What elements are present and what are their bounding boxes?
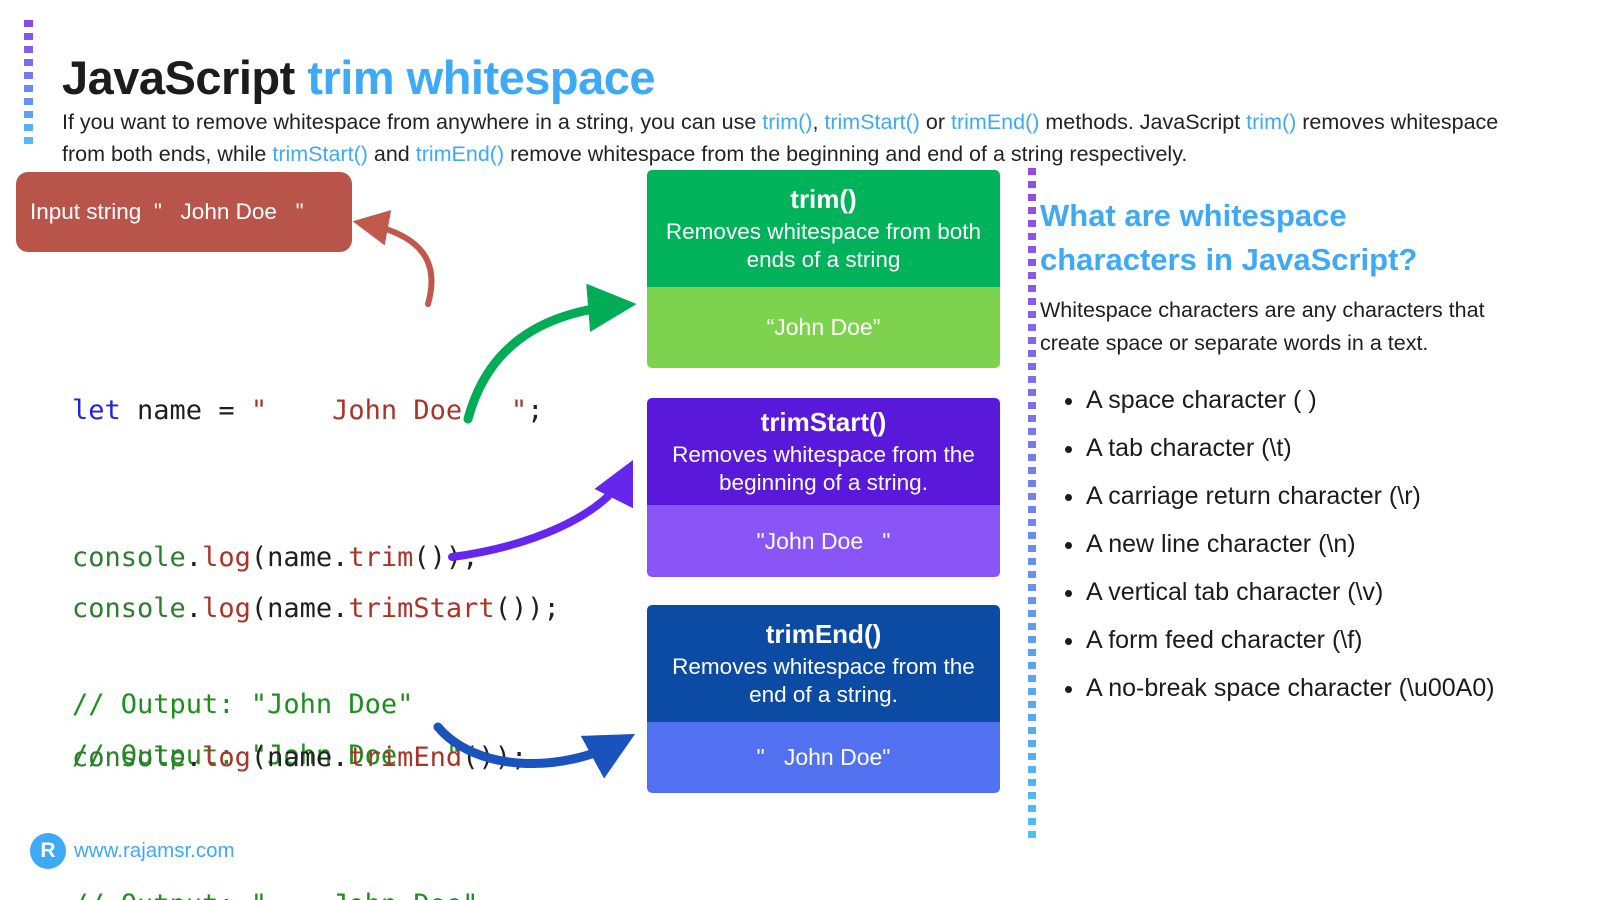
- code-line: // Output: "John Doe": [72, 689, 414, 720]
- trim-card-header: trim() Removes whitespace from both ends…: [647, 170, 1000, 287]
- trimstart-card-header: trimStart() Removes whitespace from the …: [647, 398, 1000, 505]
- list-item: A space character ( ): [1086, 376, 1534, 424]
- left-dotted-line: [24, 20, 33, 147]
- code-line: let name = " John Doe ";: [72, 395, 544, 426]
- trimstart-card-title: trimStart(): [760, 406, 887, 437]
- intro-paragraph: If you want to remove whitespace from an…: [62, 109, 1499, 166]
- trimend-card-description: Removes whitespace from the end of a str…: [672, 653, 975, 707]
- trim-card-description: Removes whitespace from both ends of a s…: [665, 218, 982, 272]
- input-string-box: Input string " John Doe ": [16, 172, 352, 252]
- trim-card-title: trim(): [790, 183, 857, 214]
- code-block-trim: let name = " John Doe "; console.log(nam…: [72, 288, 543, 827]
- footer-website-link[interactable]: www.rajamsr.com: [74, 839, 235, 862]
- code-line: // Output: " John Doe": [72, 880, 527, 900]
- input-string-label: Input string " John Doe ": [30, 199, 304, 224]
- section-divider-dotted-line: [1028, 168, 1036, 840]
- trimend-card-title: trimEnd(): [765, 618, 882, 649]
- trimstart-card: trimStart() Removes whitespace from the …: [647, 398, 1000, 577]
- trimend-card: trimEnd() Removes whitespace from the en…: [647, 605, 1000, 793]
- trimend-card-result: " John Doe": [647, 722, 1000, 793]
- list-item: A form feed character (\f): [1086, 616, 1534, 664]
- list-item: A tab character (\t): [1086, 424, 1534, 472]
- whitespace-character-list: A space character ( ) A tab character (\…: [1046, 376, 1534, 712]
- list-item: A new line character (\n): [1086, 520, 1534, 568]
- code-line: console.log(name.trim());: [72, 542, 479, 573]
- whitespace-section-heading: What are whitespace characters in JavaSc…: [1040, 197, 1418, 277]
- list-item: A no-break space character (\u00A0): [1086, 664, 1534, 712]
- trim-card: trim() Removes whitespace from both ends…: [647, 170, 1000, 368]
- list-item: A vertical tab character (\v): [1086, 568, 1534, 616]
- page-title-black: JavaScript: [62, 51, 308, 105]
- list-item: A carriage return character (\r): [1086, 472, 1534, 520]
- page-title: JavaScript trim whitespace: [62, 49, 656, 107]
- page-title-blue: trim whitespace: [307, 51, 656, 105]
- code-line: console.log(name.trimEnd());: [72, 742, 528, 773]
- trim-result-value: “John Doe”: [766, 314, 881, 340]
- trimstart-result-value: "John Doe ": [756, 527, 891, 554]
- trimend-card-header: trimEnd() Removes whitespace from the en…: [647, 605, 1000, 722]
- site-logo-icon: R: [30, 833, 66, 869]
- trim-card-result: “John Doe”: [647, 287, 1000, 368]
- trimstart-card-result: "John Doe ": [647, 505, 1000, 577]
- code-line: console.log(name.trimStart());: [72, 593, 560, 624]
- code-block-trimstart: console.log(name.trimStart()); // Output…: [72, 486, 560, 878]
- whitespace-section-paragraph: Whitespace characters are any characters…: [1040, 297, 1485, 355]
- trimstart-card-description: Removes whitespace from the beginning of…: [672, 441, 975, 495]
- trimend-result-value: " John Doe": [756, 744, 891, 770]
